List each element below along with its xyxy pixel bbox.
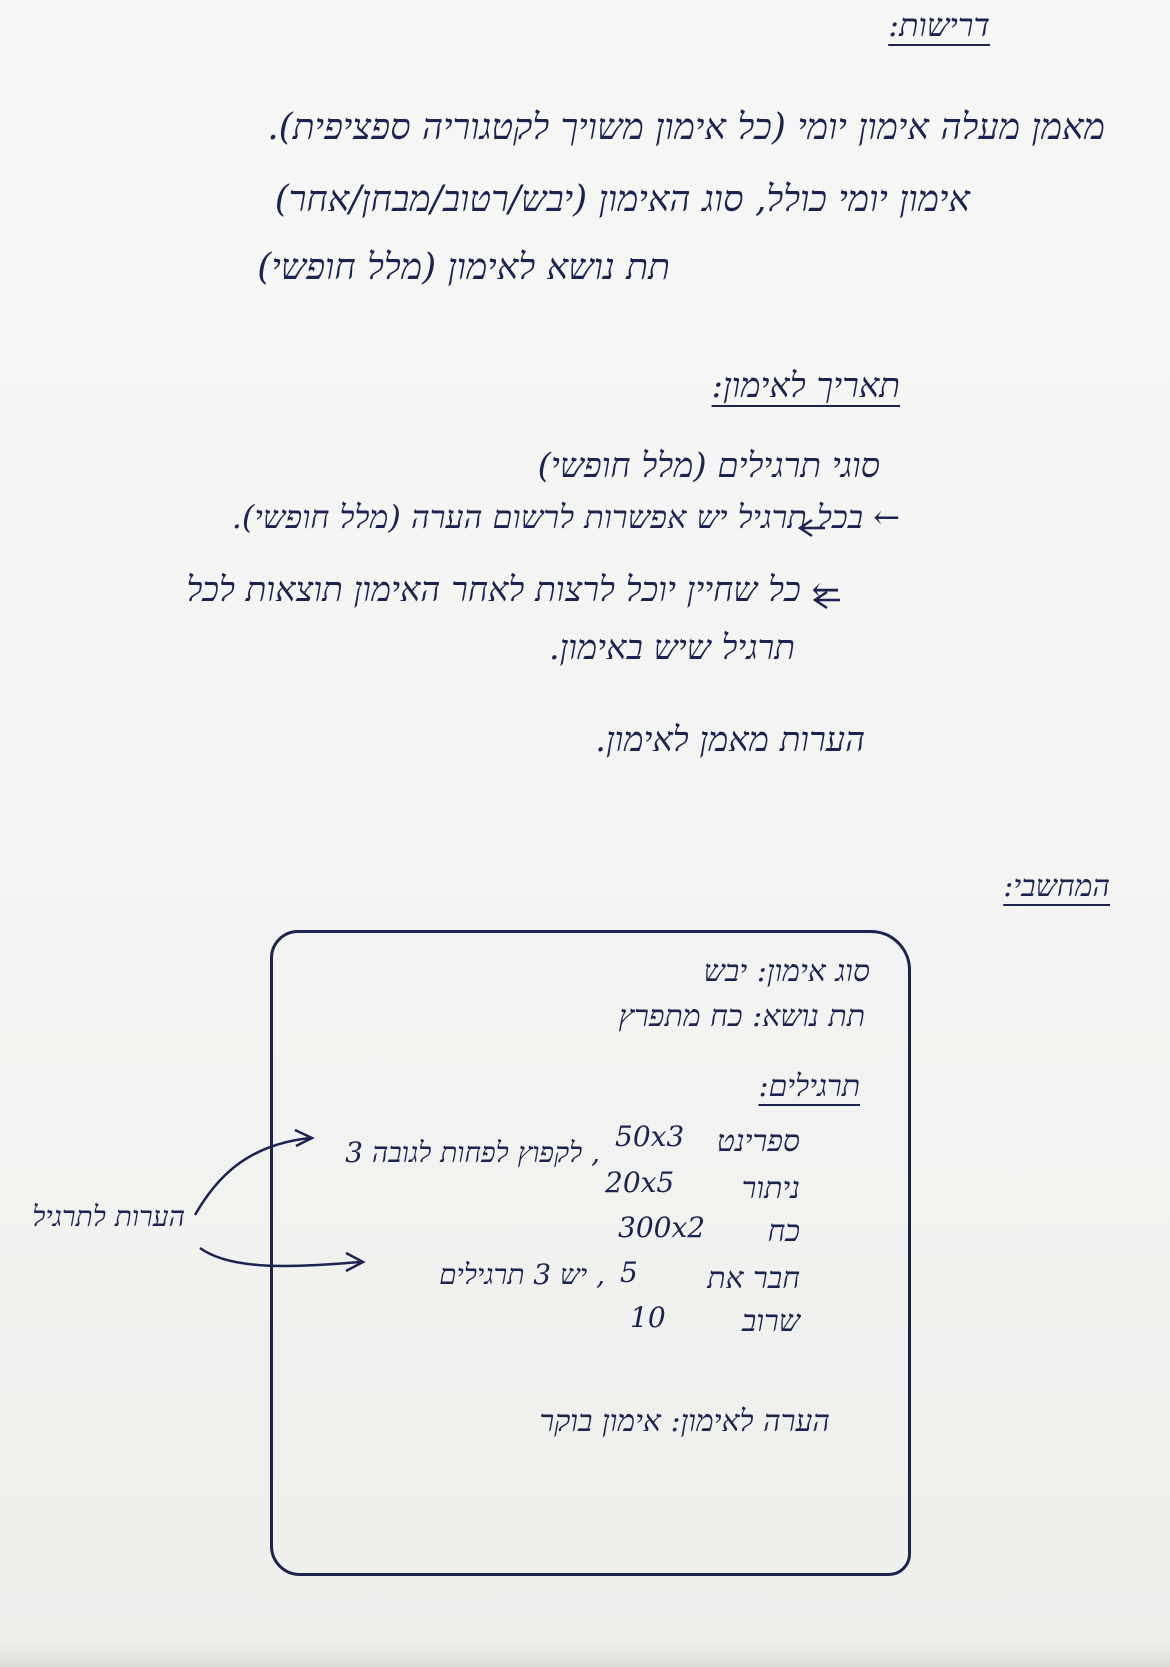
- exercise-row-3-value: 300x2: [618, 1211, 706, 1244]
- requirements-line-2: אימון יומי כולל, סוג האימון (יבש/רטוב/מב…: [274, 179, 970, 220]
- training-structure-line-2: ← בכל תרגיל יש אפשרות לרשום הערה (מלל חו…: [231, 498, 900, 536]
- exercise-row-2-note: , לקפוץ לפחות לגובה 3: [345, 1136, 600, 1169]
- bullet-arrow-2-icon: [812, 590, 840, 610]
- training-structure-line-1: סוגי תרגילים (מלל חופשי): [537, 446, 880, 486]
- training-structure-line-3: ← כל שחיין יוכל לרצות לאחר האימון תוצאות…: [186, 570, 840, 610]
- training-structure-line-4: תרגיל שיש באימון.: [548, 628, 795, 668]
- arrow-to-row-2-icon: [193, 1136, 311, 1216]
- exercise-row-4-value: 5: [620, 1256, 638, 1289]
- arrow-to-row-4-icon: [199, 1246, 361, 1268]
- page-edge-shadow: [0, 1643, 1170, 1667]
- box-training-type: סוג אימון: יבש: [703, 954, 870, 989]
- requirements-line-3: תת נושא לאימון (מלל חופשי): [257, 247, 670, 288]
- requirements-title: דרישות:: [888, 6, 990, 44]
- exercise-row-1-name: ספרינט: [716, 1124, 800, 1159]
- exercise-row-4-note: , יש 3 תרגילים: [439, 1258, 605, 1291]
- exercise-row-5-value: 10: [630, 1301, 666, 1334]
- exercise-row-2-name: ניתור: [741, 1171, 800, 1206]
- arrow-head-2-icon: [345, 1251, 366, 1273]
- box-sub-topic: תת נושא: כח מתפרץ: [618, 999, 865, 1034]
- computer-screen-box: [270, 930, 911, 1576]
- exercise-notes-label: הערות לתרגיל: [32, 1200, 185, 1233]
- box-coach-note: הערה לאימון: אימון בוקר: [539, 1404, 831, 1439]
- exercise-row-5-name: שרוב: [741, 1304, 800, 1339]
- computer-title: המחשבי:: [1003, 869, 1110, 904]
- training-structure-title: תאריך לאימון:: [711, 366, 900, 406]
- exercise-row-3-name: כח: [767, 1214, 800, 1249]
- bullet-arrow-1-icon: [797, 518, 825, 538]
- box-exercises-title: תרגילים:: [758, 1069, 860, 1104]
- exercise-row-4-name: חבר את: [707, 1261, 800, 1296]
- training-structure-line-5: הערות מאמן לאימון.: [595, 720, 865, 760]
- requirements-line-1: מאמן מעלה אימון יומי (כל אימון משויך לקט…: [267, 107, 1105, 148]
- arrow-head-1-icon: [294, 1128, 315, 1148]
- exercise-row-2-value: 20x5: [605, 1166, 675, 1199]
- exercise-row-1-value: 50x3: [615, 1120, 685, 1153]
